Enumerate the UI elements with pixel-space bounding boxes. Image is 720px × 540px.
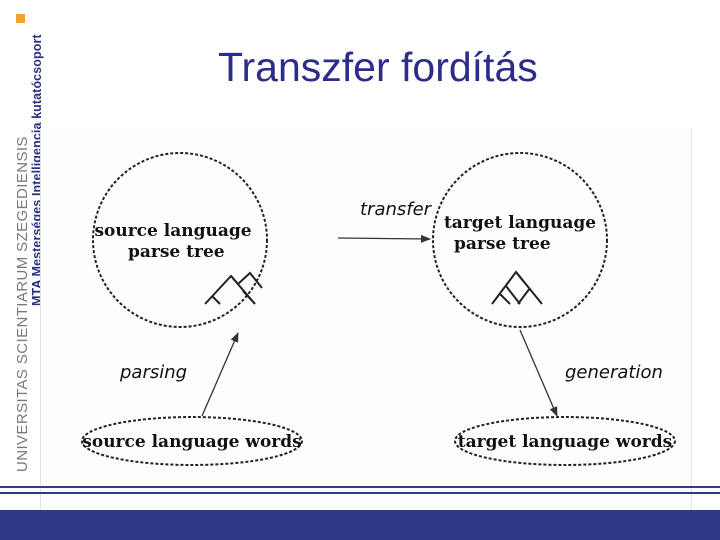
parsing-edge: parsing — [119, 332, 239, 417]
target-words-node: target language words — [454, 416, 676, 466]
logo-square — [16, 14, 25, 23]
generation-edge-label: generation — [565, 362, 663, 383]
source-parse-tree-node: source language parse tree — [92, 152, 268, 328]
source-tree-icon — [204, 271, 263, 305]
sidebar-university-text: UNIVERSITAS SCIENTIARUM SZEGEDIENSIS — [14, 136, 31, 472]
diagram-panel — [40, 128, 692, 510]
target-parse-tree-node: target language parse tree — [432, 152, 608, 328]
source-words-label: source language words — [82, 432, 301, 452]
slide-title: Transzfer fordítás — [218, 44, 538, 90]
footer-stripe-2 — [0, 492, 720, 494]
transfer-edge-label: transfer — [360, 199, 433, 220]
source-words-node: source language words — [81, 416, 303, 466]
source-tree-label-line1: source language — [94, 221, 251, 241]
transfer-translation-diagram: source language parse tree target langua… — [81, 152, 676, 466]
target-tree-label-line2: parse tree — [454, 234, 551, 254]
target-tree-icon — [491, 270, 543, 305]
source-tree-label-line2: parse tree — [128, 242, 225, 262]
target-tree-label-line1: target language — [444, 213, 596, 233]
transfer-edge: transfer — [337, 199, 433, 243]
generation-edge: generation — [519, 329, 663, 417]
footer-stripe — [0, 486, 720, 488]
target-words-label: target language words — [458, 432, 672, 452]
parsing-edge-label: parsing — [119, 362, 187, 383]
footer-bar — [0, 510, 720, 540]
